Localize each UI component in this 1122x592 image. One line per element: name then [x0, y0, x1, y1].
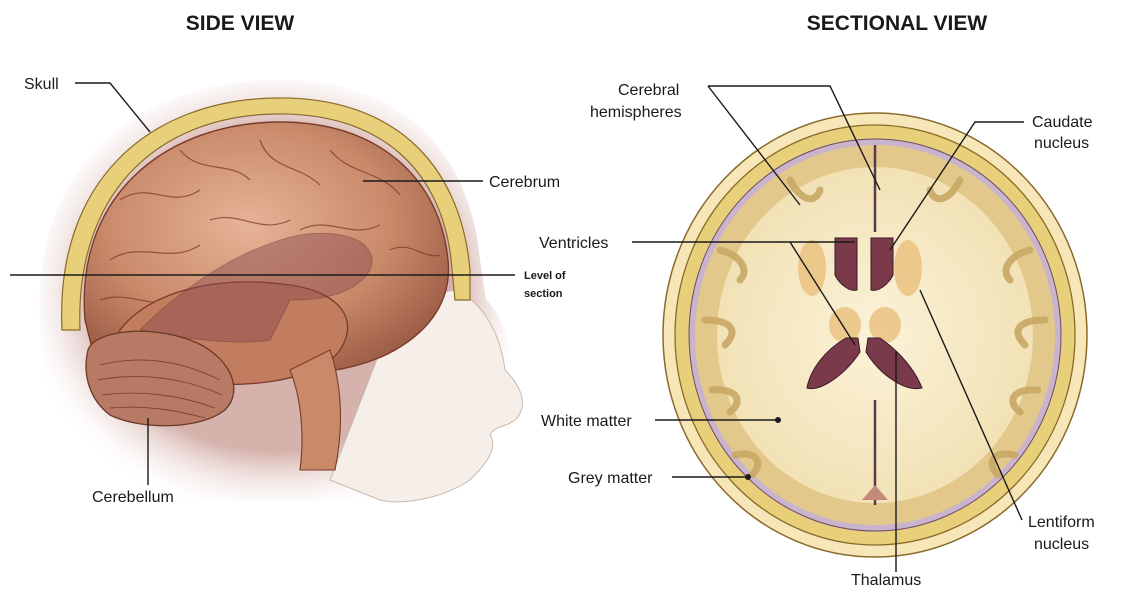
caudate-nucleus-label-line2: nucleus [1034, 135, 1089, 152]
ventricles-label: Ventricles [539, 235, 608, 252]
grey-matter-label: Grey matter [568, 470, 653, 487]
cerebral-hemispheres-label-line1: Cerebral [618, 82, 679, 99]
white-matter-dot [775, 417, 781, 423]
cerebrum-label: Cerebrum [489, 174, 560, 191]
level-of-section-label-line2: section [524, 288, 563, 300]
side-view-illustration [39, 80, 522, 502]
lentiform-nucleus-label-line2: nucleus [1034, 536, 1089, 553]
thalamus-label: Thalamus [851, 572, 921, 589]
cerebellum-label: Cerebellum [92, 489, 174, 506]
cerebral-hemispheres-label-line2: hemispheres [590, 104, 682, 121]
level-of-section-label-line1: Level of [524, 270, 566, 282]
lentiform-nucleus-label-line1: Lentiform [1028, 514, 1095, 531]
caudate-nucleus-label-line1: Caudate [1032, 114, 1093, 131]
sectional-view-title: SECTIONAL VIEW [807, 12, 988, 35]
white-matter-label: White matter [541, 413, 632, 430]
skull-label: Skull [24, 76, 59, 93]
grey-matter-dot [745, 474, 751, 480]
side-view-title: SIDE VIEW [186, 12, 295, 35]
